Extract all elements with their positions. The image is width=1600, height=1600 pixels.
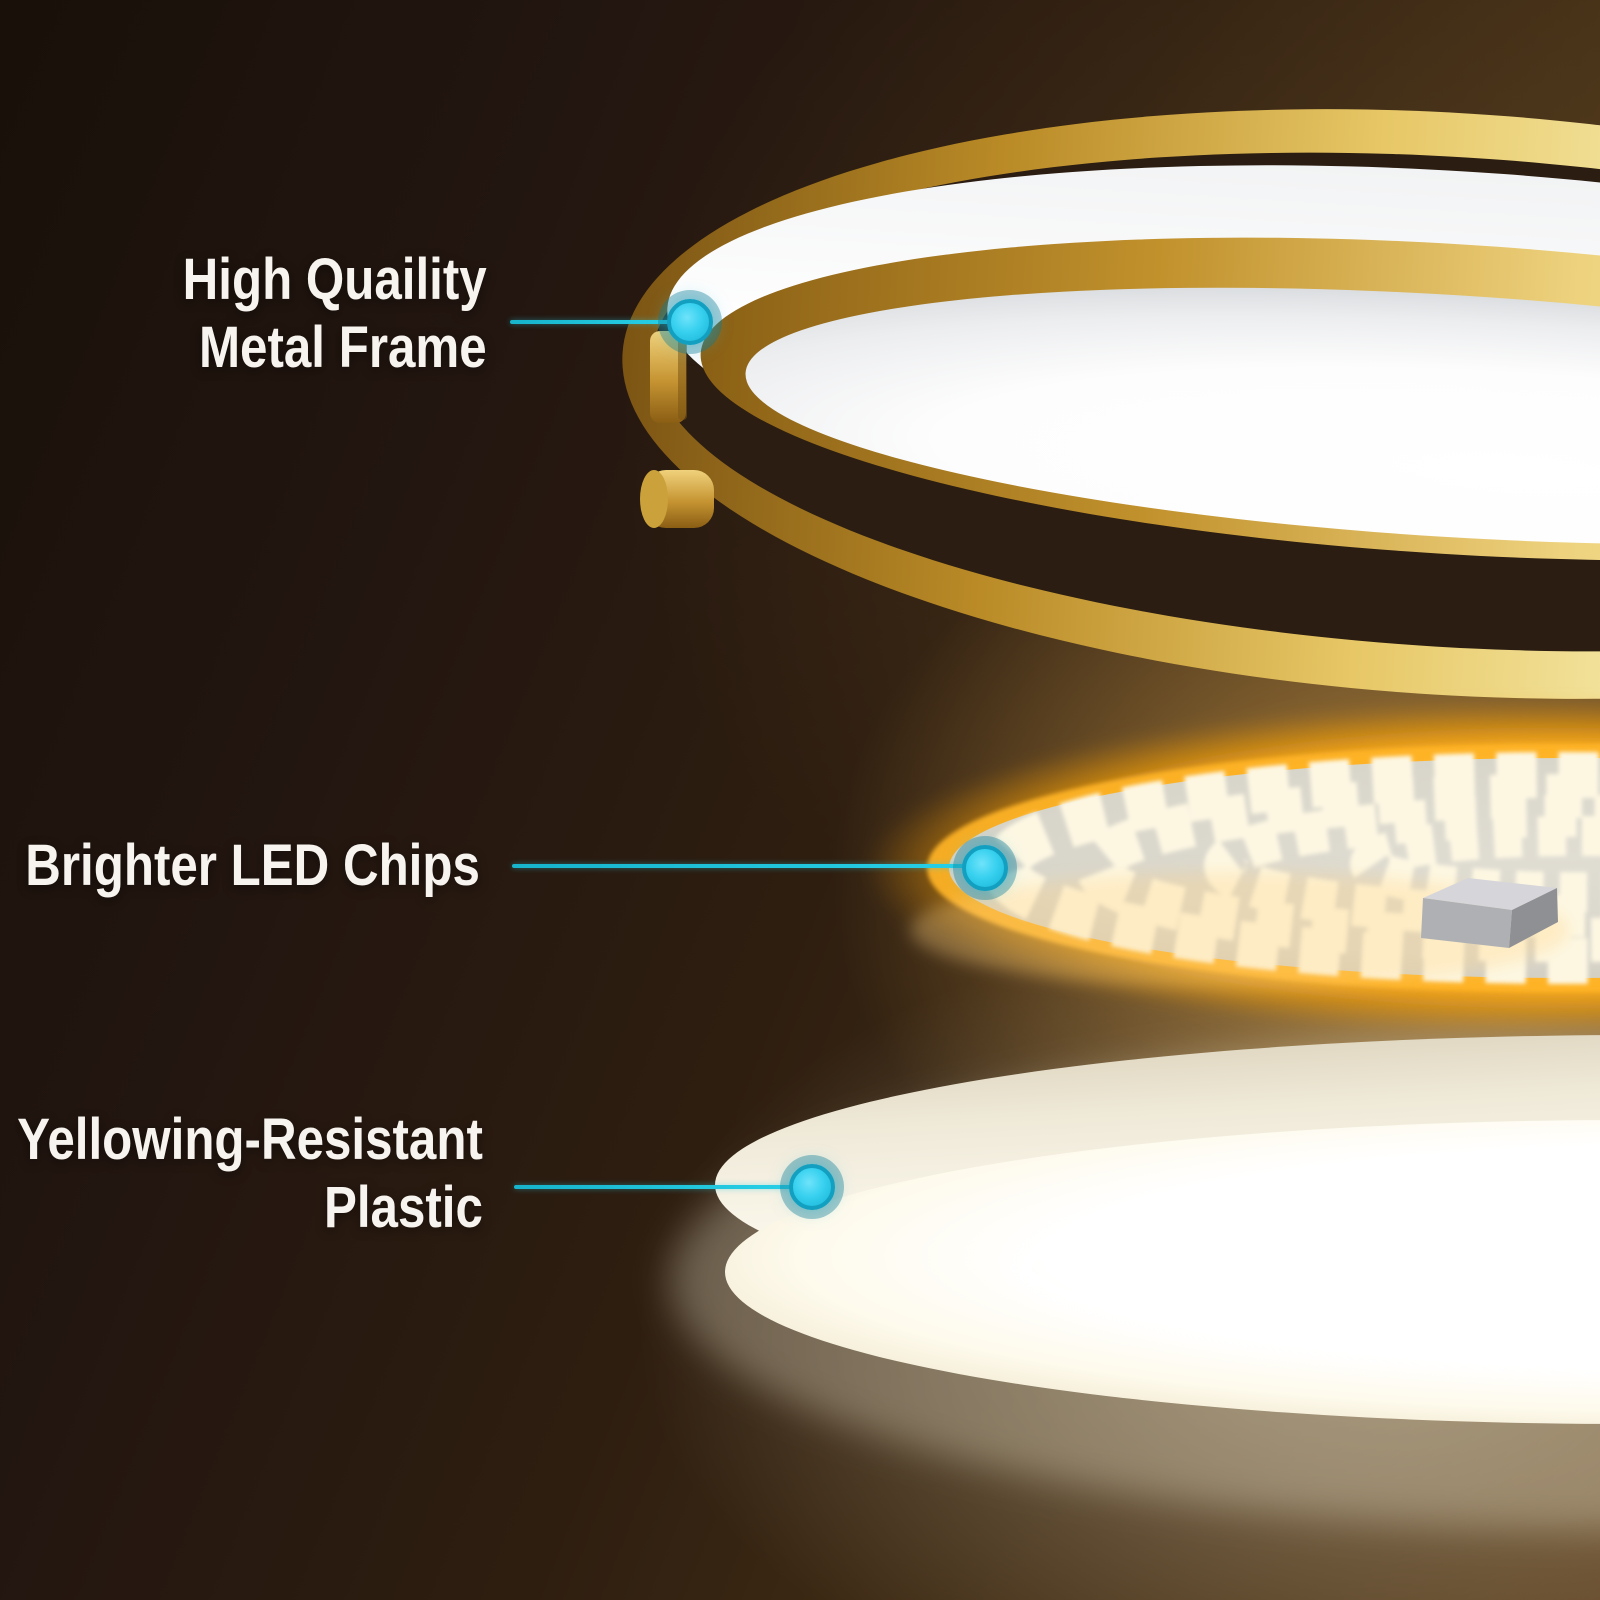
label-plastic-line1: Yellowing-Resistant (17, 1107, 483, 1172)
label-plastic: Yellowing-Resistant Plastic (17, 1106, 483, 1242)
cyan-glow-dot-icon (667, 299, 713, 345)
label-metal-frame-line1: High Quaility (182, 247, 487, 312)
label-metal-frame-line2: Metal Frame (199, 315, 487, 380)
led-board-illustration (865, 700, 1600, 1036)
diffuser-bright-core (1010, 1164, 1600, 1372)
callout-line-led-chips (512, 864, 964, 868)
cyan-glow-dot-icon (789, 1164, 835, 1210)
metal-frame-illustration (622, 109, 1600, 699)
led-chip-clusters (982, 752, 1600, 984)
callout-line-metal-frame (510, 320, 670, 324)
frame-hinge (640, 331, 714, 528)
led-driver-box (1421, 878, 1558, 948)
led-warm-tint (910, 872, 1570, 988)
label-plastic-line2: Plastic (324, 1175, 483, 1240)
label-metal-frame: High Quaility Metal Frame (183, 246, 487, 382)
frame-interior-backplate (745, 287, 1600, 545)
cyan-glow-dot-icon (962, 845, 1008, 891)
label-led-chips: Brighter LED Chips (25, 832, 480, 900)
callout-line-plastic (514, 1185, 792, 1189)
diffuser-illustration (670, 1030, 1600, 1530)
label-led-chips-line1: Brighter LED Chips (25, 833, 480, 898)
